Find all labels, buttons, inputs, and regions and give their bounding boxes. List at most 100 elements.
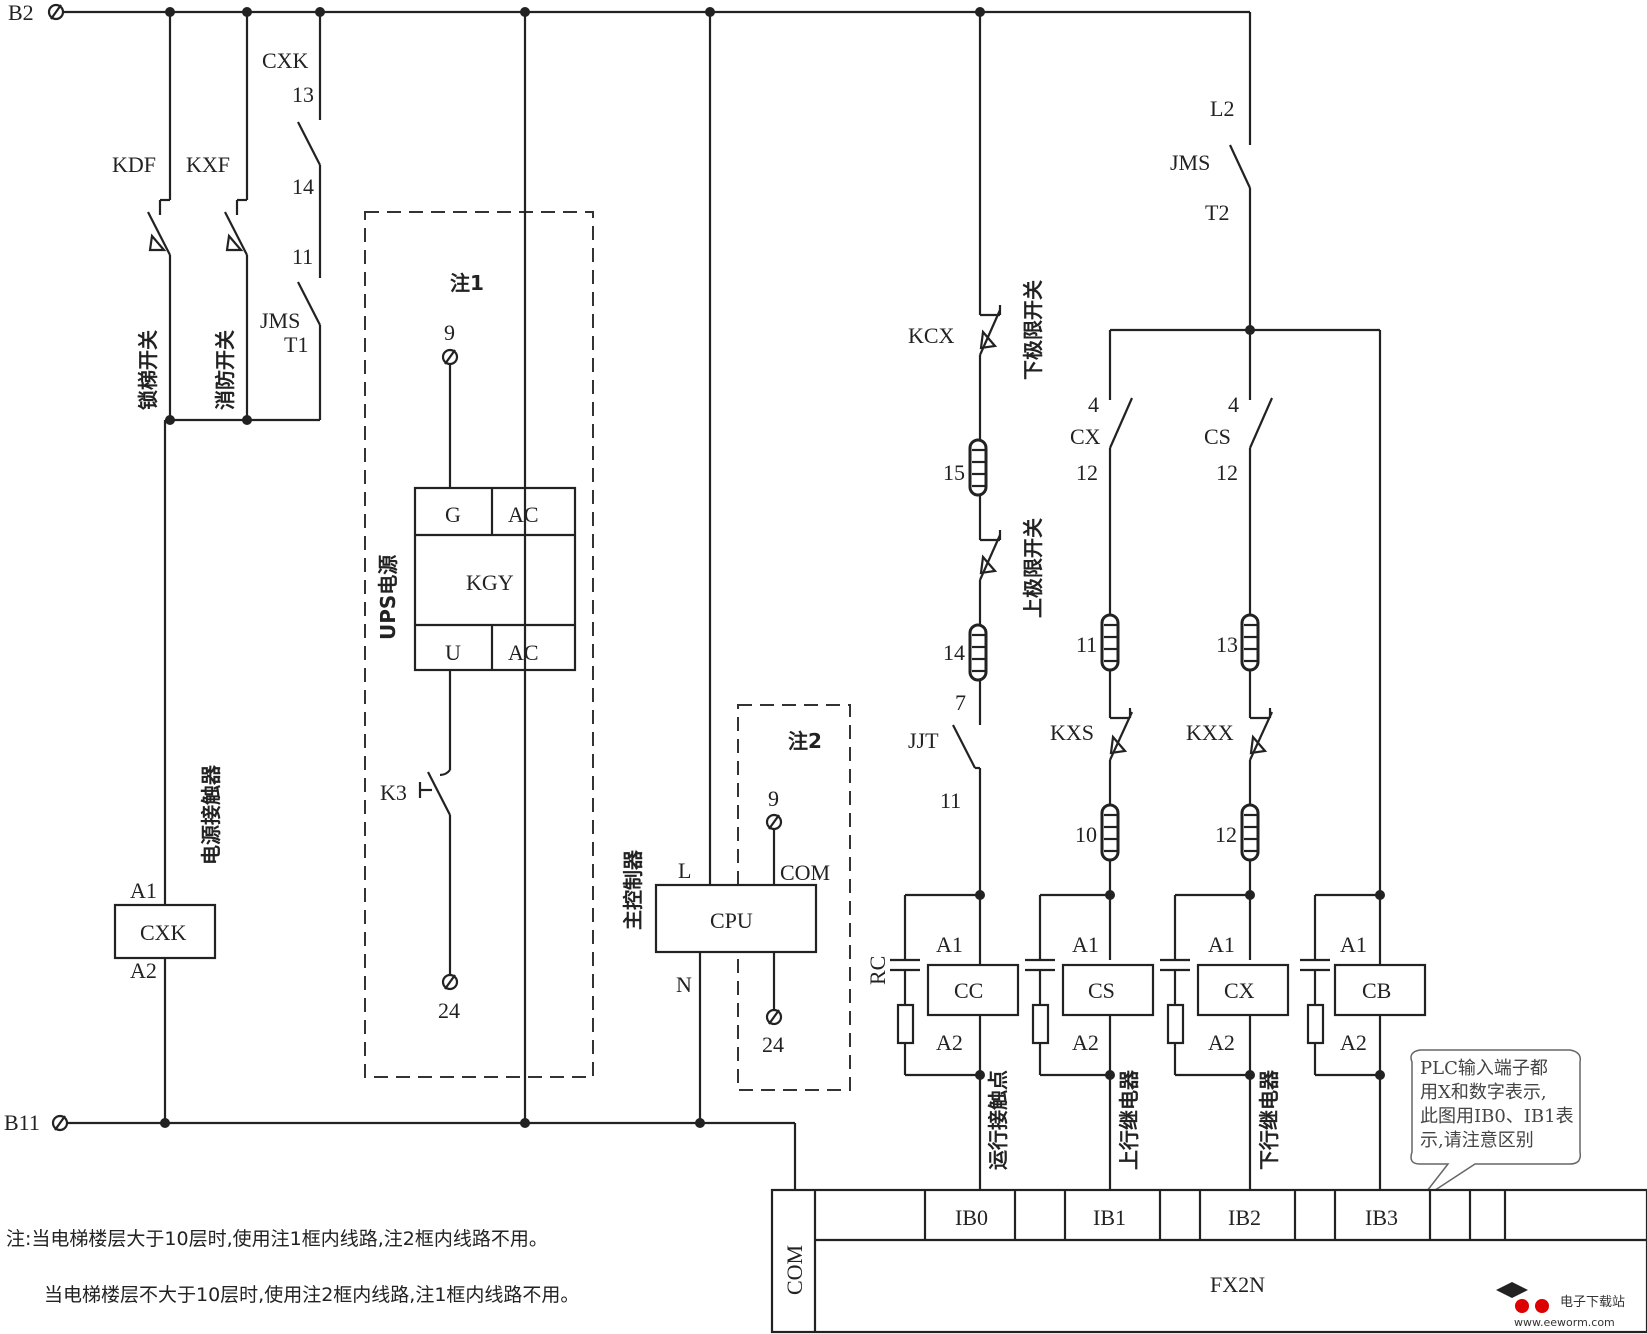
plc-input-ib0: IB0 xyxy=(955,1205,988,1230)
bus-b2: B2 xyxy=(8,0,1252,145)
pin-10: 10 xyxy=(1075,822,1097,847)
main-controller-label: 主控制器 xyxy=(621,849,645,930)
cxk-jms-contacts: CXK 13 14 11 JMS T1 xyxy=(260,12,322,420)
cs-contact-label: CS xyxy=(1204,424,1231,449)
pin-14b: 14 xyxy=(943,640,965,665)
footnote-line-2: 当电梯楼层不大于10层时,使用注2框内线路,注1框内线路不用。 xyxy=(44,1284,579,1306)
run-contact-label: 运行接触点 xyxy=(986,1070,1010,1170)
ups-ac-bottom: AC xyxy=(508,640,539,665)
pin-15: 15 xyxy=(943,460,965,485)
callout-line-2: 用X和数字表示, xyxy=(1420,1082,1547,1103)
cxk-a1: A1 xyxy=(130,878,157,903)
kcx-label: KCX xyxy=(908,323,955,348)
cs-a1: A1 xyxy=(1072,932,1099,957)
cc-a2: A2 xyxy=(936,1030,963,1055)
cpu-l: L xyxy=(678,858,691,883)
down-relay-label: 下行继电器 xyxy=(1257,1069,1281,1170)
note2-title: 注2 xyxy=(788,729,822,753)
cs-branch: 4 CS 12 13 KXX 12 xyxy=(1186,330,1274,960)
cx-contact-label: CX xyxy=(1070,424,1101,449)
pin-12: 12 xyxy=(1215,822,1237,847)
l2-label: L2 xyxy=(1210,96,1234,121)
footnote-line-1: 注:当电梯楼层大于10层时,使用注1框内线路,注2框内线路不用。 xyxy=(6,1228,548,1250)
coil-cc: CC xyxy=(954,978,983,1003)
cpu-label: CPU xyxy=(710,908,753,933)
pin-14: 14 xyxy=(292,174,314,199)
footnote: 注:当电梯楼层大于10层时,使用注1框内线路,注2框内线路不用。 当电梯楼层不大… xyxy=(6,1228,579,1306)
ups-g: G xyxy=(445,502,461,527)
t2-label: T2 xyxy=(1205,200,1229,225)
note1-terminal-24: 24 xyxy=(438,998,460,1023)
cs-pin-12: 12 xyxy=(1216,460,1238,485)
kxf-label: KXF xyxy=(186,152,230,177)
callout-line-4: 示,请注意区别 xyxy=(1420,1130,1534,1151)
power-contactor-label: 电源接触器 xyxy=(199,764,223,865)
callout-line-3: 此图用IB0、IB1表 xyxy=(1420,1106,1574,1127)
fire-switch-label: 消防开关 xyxy=(213,330,237,410)
rc-label: RC xyxy=(865,956,890,985)
limit-switch-chain: KCX 下极限开关 15 上极限开关 14 7 JJT 11 xyxy=(908,12,1045,895)
note1-ups-box: 注1 9 G AC KGY U AC UPS电源 K3 24 xyxy=(364,211,594,1078)
lock-switch-label: 锁梯开关 xyxy=(136,330,160,410)
plc-input-ib2: IB2 xyxy=(1228,1205,1261,1230)
relay-coils: CC RC A1 A2 运行接触点 CS A1 A2 上行继电器 xyxy=(865,890,1427,1190)
plc-input-ib3: IB3 xyxy=(1365,1205,1398,1230)
left-join-wire xyxy=(163,415,320,1123)
bug-icon xyxy=(1515,1299,1529,1313)
cs-a2: A2 xyxy=(1072,1030,1099,1055)
cxk-power-contactor-coil: CXK A1 A2 电源接触器 xyxy=(113,764,223,983)
plc-model: FX2N xyxy=(1210,1272,1265,1297)
pin-11c: 11 xyxy=(1076,632,1097,657)
kdf-lock-switch: KDF 锁梯开关 xyxy=(112,12,172,420)
pin-13: 13 xyxy=(292,82,314,107)
cxk-coil-label: CXK xyxy=(140,920,187,945)
bug-icon-2 xyxy=(1535,1299,1549,1313)
k3-label: K3 xyxy=(380,780,407,805)
cxk-contact-label: CXK xyxy=(262,48,309,73)
jms-t2-label: JMS xyxy=(1170,150,1210,175)
ups-kgy: KGY xyxy=(466,570,514,595)
ups-ac-top: AC xyxy=(508,502,539,527)
note2-terminal-9: 9 xyxy=(768,786,779,811)
pin-13b: 13 xyxy=(1216,632,1238,657)
up-relay-label: 上行继电器 xyxy=(1117,1069,1141,1170)
plc-com: COM xyxy=(782,1245,807,1295)
watermark-logo: 电子下载站 www.eeworm.com xyxy=(1496,1282,1625,1329)
kxs-label: KXS xyxy=(1050,720,1094,745)
pin-11: 11 xyxy=(292,244,313,269)
kxf-fire-switch: KXF 消防开关 xyxy=(186,12,249,420)
note1-terminal-9: 9 xyxy=(444,320,455,345)
lower-limit-label: 下极限开关 xyxy=(1021,280,1045,380)
note1-title: 注1 xyxy=(450,271,484,295)
pin-11b: 11 xyxy=(940,788,961,813)
cx-pin-4: 4 xyxy=(1088,392,1099,417)
cs-pin-4: 4 xyxy=(1228,392,1239,417)
kxx-label: KXX xyxy=(1186,720,1234,745)
coil-cb: CB xyxy=(1362,978,1391,1003)
cpu-com: COM xyxy=(780,860,830,885)
plc-fx2n: IB0 IB1 IB2 IB3 FX2N COM xyxy=(770,1188,1647,1334)
t1-label: T1 xyxy=(284,332,308,357)
ups-u: U xyxy=(445,640,461,665)
watermark-url: www.eeworm.com xyxy=(1514,1316,1615,1329)
cc-a1: A1 xyxy=(936,932,963,957)
terminal-b11-label: B11 xyxy=(4,1110,40,1135)
ups-kgy-box xyxy=(413,486,577,672)
graduation-cap-icon xyxy=(1496,1282,1528,1298)
note2-terminal-24: 24 xyxy=(762,1032,784,1057)
pin-7: 7 xyxy=(955,690,966,715)
ups-power-label: UPS电源 xyxy=(376,555,400,640)
bus-b11: B11 xyxy=(4,1110,797,1190)
jjt-label: JJT xyxy=(908,728,939,753)
jms-t1-label: JMS xyxy=(260,308,300,333)
terminal-b2-label: B2 xyxy=(8,0,34,25)
cxk-a2: A2 xyxy=(130,958,157,983)
watermark-site: 电子下载站 xyxy=(1560,1295,1625,1310)
coil-cs: CS xyxy=(1088,978,1115,1003)
kdf-label: KDF xyxy=(112,152,156,177)
coil-cx: CX xyxy=(1224,978,1255,1003)
cx-branch: 4 CX 12 11 KXS 10 xyxy=(1050,330,1134,960)
cx-a1: A1 xyxy=(1208,932,1235,957)
cpu-main-controller: CPU L N 主控制器 xyxy=(621,12,818,1123)
